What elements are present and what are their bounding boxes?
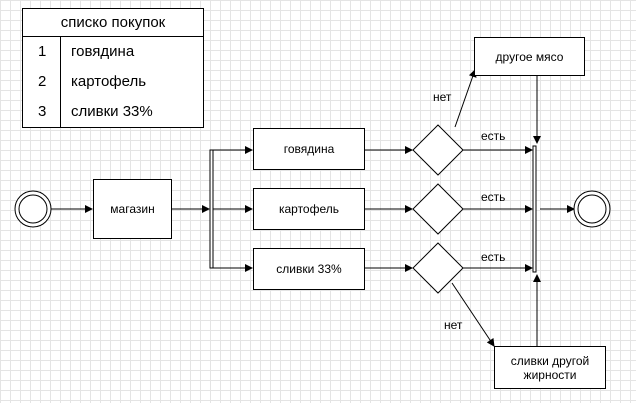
- gateway-potato: [412, 183, 464, 235]
- shopping-list-row: 2 картофель: [23, 67, 203, 97]
- edge-label-cream-no: нет: [444, 318, 463, 332]
- task-other-meat[interactable]: другое мясо: [474, 37, 585, 76]
- shopping-list-row: 1 говядина: [23, 37, 203, 67]
- shopping-list-row: 3 сливки 33%: [23, 97, 203, 127]
- shopping-list-title: списко покупок: [23, 9, 203, 37]
- join-bar: [532, 145, 537, 273]
- gateway-beef: [412, 124, 464, 176]
- shopping-list-num: 1: [38, 43, 47, 60]
- task-other-cream-label: сливки другой жирности: [510, 353, 590, 382]
- task-cream[interactable]: сливки 33%: [253, 248, 365, 290]
- start-event-inner: [18, 194, 48, 224]
- edge-beef-no: [454, 69, 477, 128]
- edge-cream-no: [451, 282, 495, 347]
- fork-bar: [209, 149, 214, 269]
- shopping-list-num: 2: [38, 73, 47, 90]
- edge-label-beef-yes: есть: [481, 129, 506, 143]
- end-event-outer: [573, 190, 611, 228]
- gateway-cream: [412, 242, 464, 294]
- shopping-list-divider: [60, 36, 61, 127]
- shopping-list-item: картофель: [71, 73, 147, 90]
- task-cream-label: сливки 33%: [276, 262, 342, 276]
- shopping-list-item: сливки 33%: [71, 103, 153, 120]
- edge-label-cream-yes: есть: [481, 250, 506, 264]
- task-other-meat-label: другое мясо: [495, 49, 564, 64]
- shopping-list-item: говядина: [71, 43, 135, 60]
- shopping-list-table: списко покупок 1 говядина 2 картофель 3 …: [22, 8, 204, 128]
- task-potato-label: картофель: [278, 202, 340, 216]
- edge-label-potato-yes: есть: [481, 190, 506, 204]
- end-event-inner: [577, 194, 607, 224]
- task-beef[interactable]: говядина: [253, 128, 365, 170]
- edge-label-beef-no: нет: [433, 90, 452, 104]
- task-beef-label: говядина: [283, 142, 335, 156]
- shopping-list-num: 3: [38, 103, 47, 120]
- start-event-outer: [14, 190, 52, 228]
- task-shop[interactable]: магазин: [93, 179, 172, 239]
- task-other-cream[interactable]: сливки другой жирности: [494, 346, 606, 389]
- task-potato[interactable]: картофель: [253, 188, 365, 230]
- task-shop-label: магазин: [110, 202, 155, 216]
